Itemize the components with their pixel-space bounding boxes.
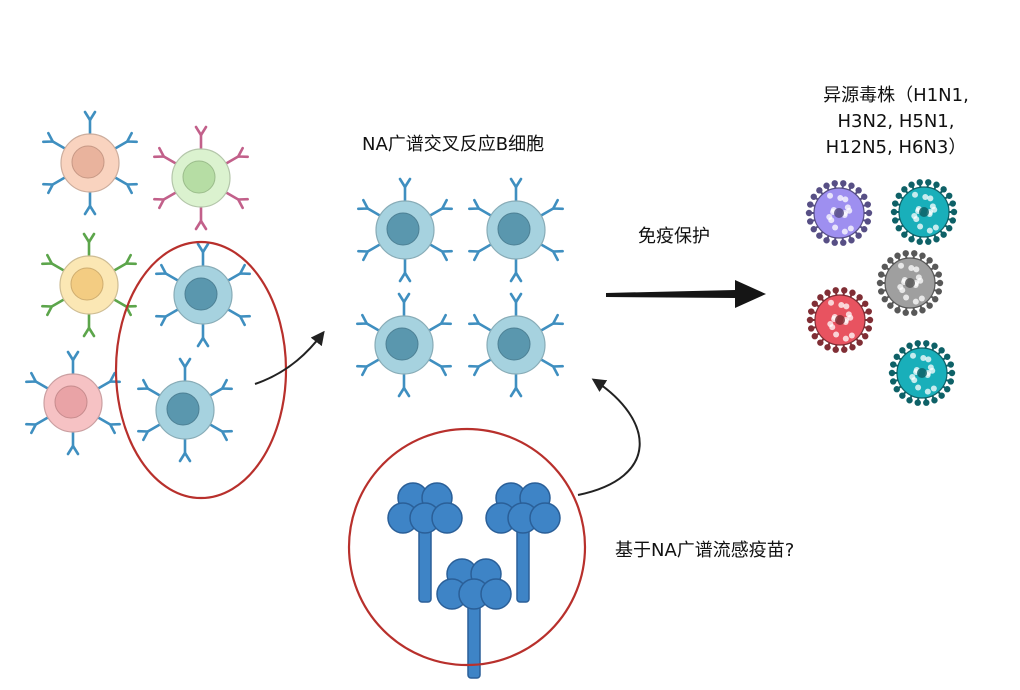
b-cell-icon <box>25 350 121 456</box>
b-cell-icon <box>153 125 249 231</box>
virus-icon <box>876 250 944 316</box>
strains-label-line-2: H3N2, H5N1, <box>837 111 955 132</box>
strains-label-line-3: H12N5, H6N3） <box>825 137 967 158</box>
selected-bcells-ring <box>114 240 288 500</box>
b-cell-icon <box>155 242 251 348</box>
virus-icon <box>806 287 874 353</box>
heterologous-strains-label: 异源毒株（H1N1, H3N2, H5N1, H12N5, H6N3） <box>800 83 992 161</box>
antibody-icon <box>485 482 561 603</box>
antibody-icon <box>387 482 463 603</box>
selection-arrow-icon <box>254 330 325 385</box>
b-cell-icon <box>42 110 138 216</box>
protection-arrow-icon <box>606 280 766 308</box>
virus-icon <box>890 179 958 245</box>
b-cell-icon <box>357 177 453 283</box>
b-cell-icon <box>356 292 452 398</box>
cross-reactive-b-cells-label: NA广谱交叉反应B细胞 <box>362 134 545 155</box>
b-cell-icon <box>468 177 564 283</box>
vaccine-arrow-icon <box>577 378 641 496</box>
antibody-layer <box>387 482 561 679</box>
vaccine-question-label: 基于NA广谱流感疫苗? <box>615 540 795 561</box>
b-cell-icon <box>137 357 233 463</box>
immune-protection-label: 免疫保护 <box>638 226 710 247</box>
strains-label-line-1: 异源毒株（H1N1, <box>823 85 969 106</box>
virus-icon <box>888 340 956 406</box>
cells-layer <box>25 110 564 463</box>
vaccine-ring <box>347 427 587 667</box>
virus-icon <box>805 180 873 246</box>
b-cell-icon <box>41 232 137 338</box>
antibody-icon <box>436 558 512 679</box>
b-cell-icon <box>468 292 564 398</box>
viruses-layer <box>805 179 958 406</box>
